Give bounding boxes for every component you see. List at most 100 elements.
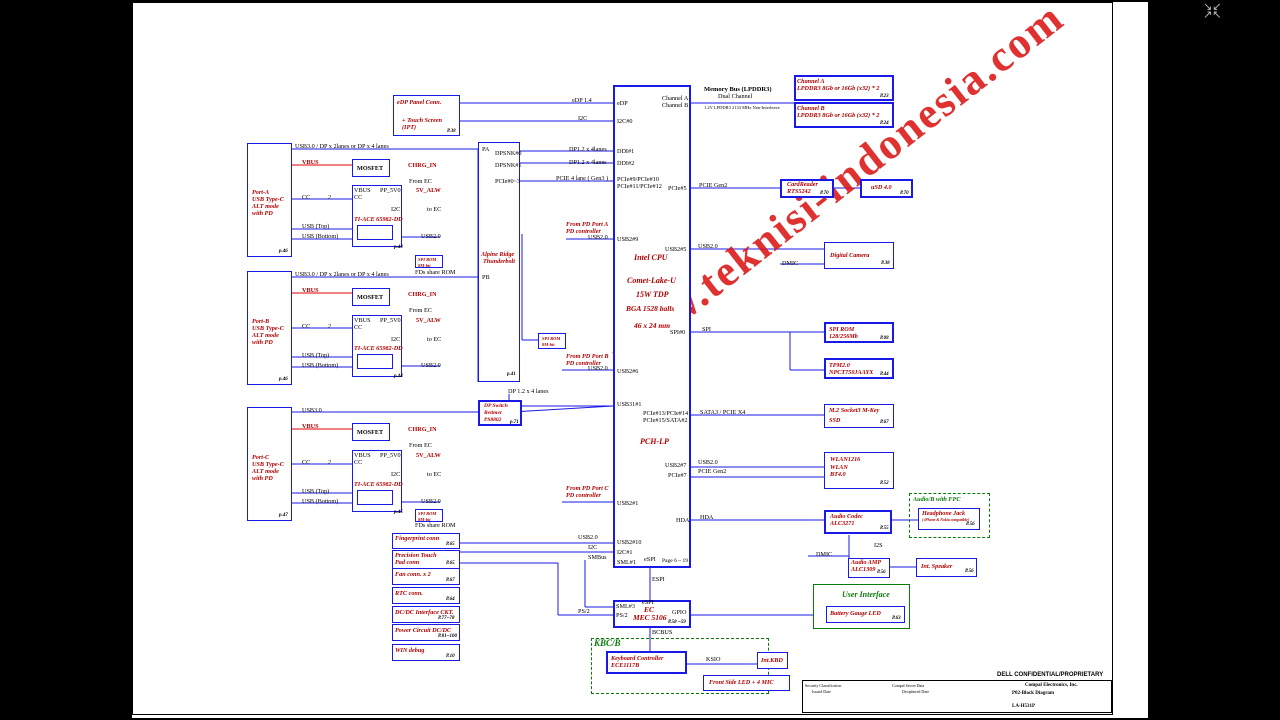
channel-a-page: P.23 [880, 94, 889, 99]
memory-spec: 1.2V LPDDR3 2133 MHz Non-Interleave [704, 105, 780, 110]
smbus-label: SMBus [588, 554, 607, 561]
port-a-5valw: 5V_ALW [416, 187, 441, 194]
alpine-spi-rom [538, 333, 566, 349]
port-ddi2: DDI#2 [617, 160, 635, 167]
battery-title: Battery Gauge LED [830, 610, 881, 617]
fan-title: Fan conn. x 2 [395, 571, 431, 578]
i2c-signal: I2C [578, 115, 588, 122]
title-docno: LA-H531P [1012, 704, 1036, 709]
dp-signal-2: DP1.2 x 4lanes [569, 159, 607, 166]
memory-bus-label: Memory Bus (LPDDR3) [704, 86, 772, 93]
tpm-page: P.44 [880, 372, 889, 377]
dp-signal-1: DP1.2 x 4lanes [569, 146, 607, 153]
alpine-ridge-title: Alpine Ridge [481, 251, 515, 258]
fingerprint-block [392, 533, 460, 549]
kbc-group-title: KBC/B [594, 638, 621, 648]
amp-part: ALC1309 [851, 566, 876, 573]
port-a-pp5v: PP_5V0 [380, 187, 401, 194]
alpine-dpsnk0: DPSNK#0 [495, 150, 522, 157]
channel-a-block [794, 75, 894, 101]
ec-block [613, 600, 691, 628]
camera-title: Digital Camera [830, 252, 870, 259]
port-b-ti-label: TI-ACE 65982-DD [354, 345, 403, 352]
port-b-alt: ALT mode [252, 332, 279, 339]
alpine-spi-rom-title: SPI ROM [542, 336, 561, 341]
cpu-bga: BGA 1528 balls [626, 304, 675, 313]
touchpad-page: P.65 [446, 561, 455, 566]
pcie-4lane: PCIE 4 lane ( Gen3 ) [556, 175, 609, 182]
power-block [392, 624, 460, 641]
port-a-pd: with PD [252, 210, 273, 217]
port-c-pd1: From PD Port C [566, 485, 609, 492]
cardreader-title: CardReader [787, 181, 818, 188]
port-a-spi-rom-title: SPI ROM [418, 257, 437, 262]
audio-b-title: Audio/B with FPC [913, 496, 961, 503]
alpine-dpsnk1: DPSNK#1 [495, 162, 522, 169]
alpine-pa: PA [482, 146, 490, 153]
port-b-cc-ti: CC [354, 324, 363, 331]
bcbus-label: BCBUS [652, 629, 673, 636]
port-a-ti-label: TI-ACE 65982-DD [354, 216, 403, 223]
port-b-from-ec: From EC [409, 307, 432, 314]
alpine-page: p.41 [507, 372, 516, 377]
ec-title: EC [644, 605, 655, 614]
port-a-chrg: CHRG_IN [408, 162, 437, 169]
port-a-fds: FDs share ROM [415, 269, 456, 276]
port-b-i2c: I2C [391, 336, 401, 343]
port-b-usb20-cpu: USB2.0 [588, 365, 608, 372]
port-b-mux [357, 354, 393, 369]
port-b-cc: CC [302, 323, 311, 330]
port-c-cc: CC [302, 459, 311, 466]
port-c-name: Port-C [252, 454, 270, 461]
port-c-usb20: USB2.0 [421, 498, 441, 505]
fingerprint-page: P.65 [446, 542, 455, 547]
port-b-page: p.46 [279, 377, 288, 382]
port-a-block [247, 143, 292, 257]
close-icon[interactable]: ↘↙↗↖ [1203, 0, 1222, 21]
port-a-mux [357, 225, 393, 240]
memory-dual: Dual Channel [718, 93, 753, 100]
cpu-name: Intel CPU [634, 253, 668, 262]
alpine-pcie0: PCIe#0~3 [495, 178, 521, 185]
port-c-spi-rom-title: SPI ROM [418, 511, 437, 516]
wire-layer [132, 2, 1113, 715]
kbc-block [606, 651, 687, 674]
port-c-mosfet-label: MOSFET [357, 429, 384, 436]
ec-espi: eSPI [642, 599, 654, 606]
ssd-sub: SSD [829, 417, 841, 424]
alpine-spi-rom-size: 8M-bit [542, 342, 555, 347]
camera-dmic: DMIC [782, 260, 799, 267]
dp-switch-sub: Retimer [484, 410, 503, 416]
port-a-to-ec: to EC [427, 206, 442, 213]
ec-gpio: GPIO [672, 609, 687, 616]
port-b-mosfet-label: MOSFET [357, 294, 384, 301]
usd-title: uSD 4.0 [871, 184, 892, 191]
headphone-block [918, 508, 980, 530]
headphone-page: P.56 [966, 522, 975, 527]
port-b-vbus: VBUS [302, 287, 319, 294]
port-usb7: USB2#7 [665, 462, 687, 469]
edp-signal: eDP 1.4 [572, 97, 592, 104]
ec-sml3: SML#3 [616, 603, 635, 610]
port-a-page: p.46 [279, 249, 288, 254]
port-c-fds: FDs share ROM [415, 522, 456, 529]
port-c-pd: with PD [252, 475, 273, 482]
ssd-block [824, 404, 894, 428]
tpm-block [824, 358, 894, 379]
dp-switch-part: PS8802 [484, 417, 502, 423]
battery-page: P.63 [892, 616, 901, 621]
channel-a-body: LPDDR3 8Gb or 16Gb (x32) * 2 [797, 85, 880, 92]
port-b-usb-bottom: USB (Bottom) [302, 362, 339, 369]
cardreader-page: P.70 [820, 191, 829, 196]
cpu-page: Page 6 ~ 19 [662, 558, 689, 564]
port-i2c1: I2C#1 [617, 549, 633, 556]
ps2-label: PS/2 [578, 608, 590, 615]
port-chb: Channel B [662, 102, 689, 109]
audio-b-group [909, 493, 990, 538]
dp-switch-page: p.71 [510, 420, 519, 425]
port-usb6: USB2#6 [617, 368, 639, 375]
port-a-from-ec: From EC [409, 178, 432, 185]
codec-title: Audio Codec [830, 513, 863, 520]
port-c-bus: USB3.0 [302, 407, 322, 414]
port-a-ti-page: p.43 [394, 245, 403, 250]
